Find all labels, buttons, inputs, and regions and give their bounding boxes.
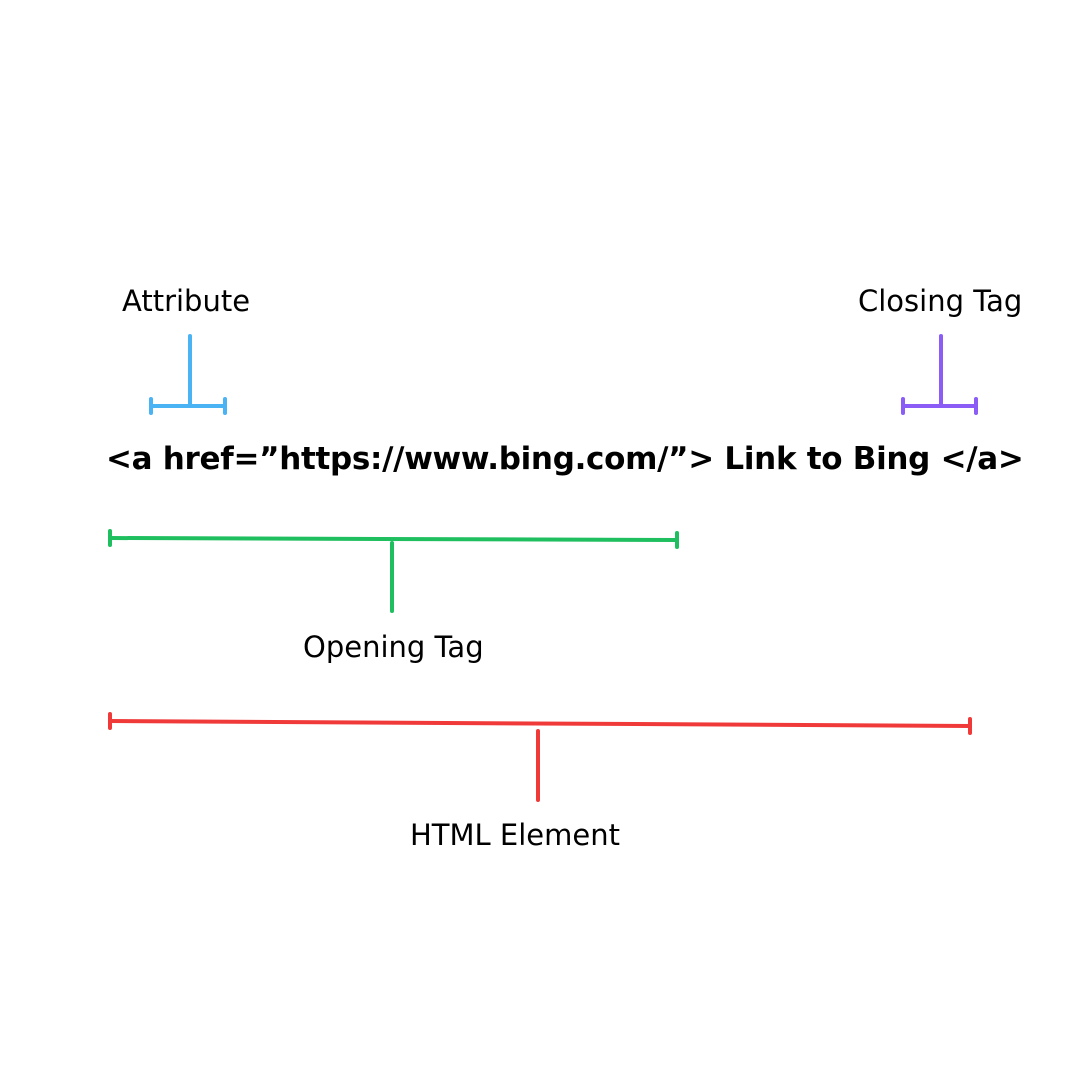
opening-tag-bracket xyxy=(108,529,679,613)
html-code-line: <a href=”https://www.bing.com/”> Link to… xyxy=(106,441,1024,477)
html-element-label: HTML Element xyxy=(410,818,620,852)
html-element-bracket xyxy=(108,712,972,802)
opening-tag-bracket-bar xyxy=(108,536,679,542)
opening-tag-label: Opening Tag xyxy=(303,630,484,664)
attribute-bracket xyxy=(149,334,227,415)
html-element-bracket-bar xyxy=(108,719,972,728)
closing-tag-label: Closing Tag xyxy=(858,284,1023,318)
closing-tag-bracket xyxy=(901,334,978,415)
attribute-label: Attribute xyxy=(122,284,251,318)
